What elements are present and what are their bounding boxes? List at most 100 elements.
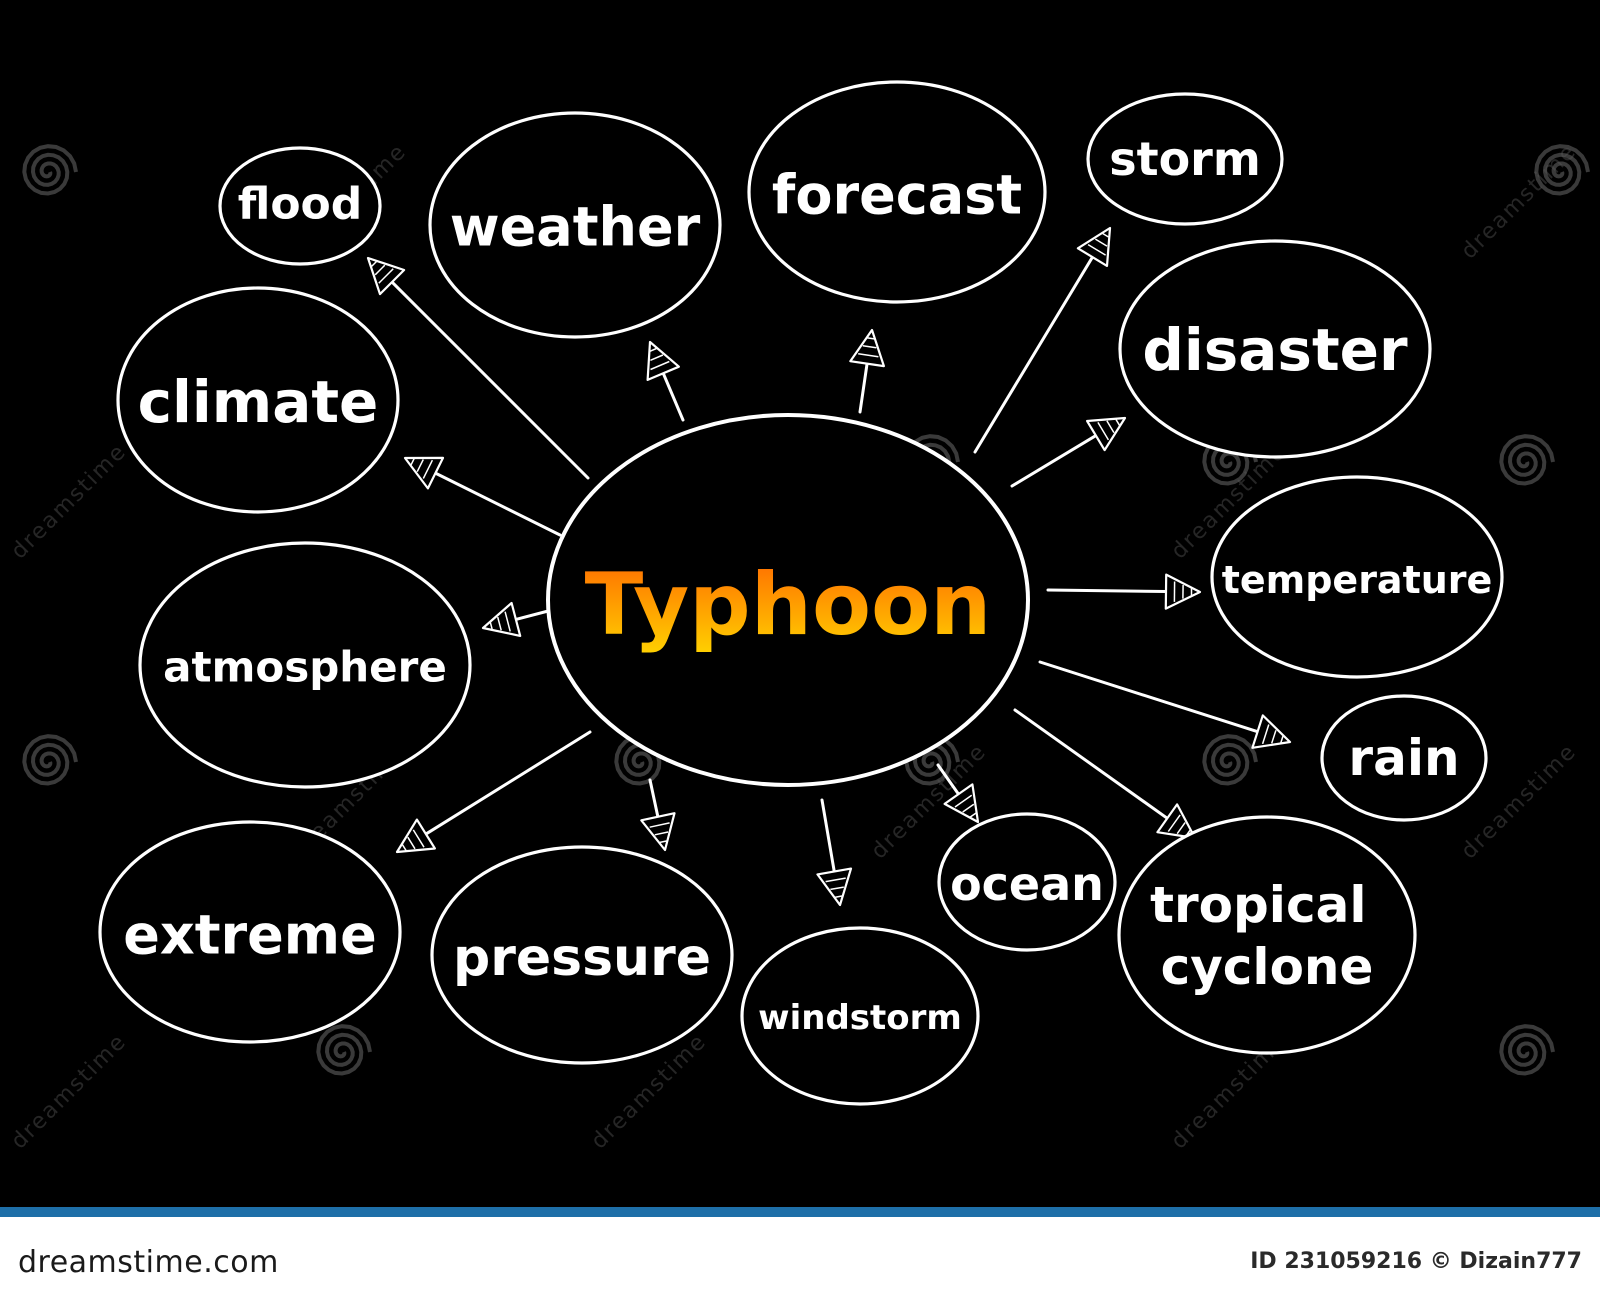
watermark-text: dreamstime	[1457, 139, 1582, 264]
node-tropical-cyclone: tropical cyclone	[1117, 815, 1417, 1055]
watermark-spiral-icon	[614, 734, 670, 786]
arrowhead-extreme	[395, 818, 436, 854]
node-rain: rain	[1320, 694, 1488, 822]
center-node-typhoon: Typhoon	[546, 413, 1030, 787]
connector-line-tropical-cyclone	[1013, 708, 1169, 820]
arrowhead-hatch-forecast	[867, 337, 875, 340]
arrowhead-hatch-flood	[374, 264, 386, 276]
node-label-pressure: pressure	[453, 928, 711, 988]
connector-line-climate	[433, 471, 562, 537]
node-pressure: pressure	[430, 845, 734, 1065]
watermark-text: dreamstime	[7, 439, 132, 564]
watermark-spiral-icon	[22, 734, 78, 786]
arrowhead-hatch-flood	[371, 261, 377, 267]
arrowhead-windstorm	[816, 867, 853, 907]
arrowhead-hatch-windstorm	[830, 886, 844, 891]
node-extreme: extreme	[98, 820, 402, 1044]
node-label-disaster: disaster	[1142, 316, 1408, 384]
watermark-spiral-icon	[1499, 434, 1555, 486]
footer-bar: dreamstime.com ID 231059216 © Dizain777	[0, 1207, 1600, 1299]
arrowhead-hatch-extreme	[412, 829, 425, 848]
connector-line-disaster	[1010, 434, 1098, 488]
arrowhead-disaster	[1085, 416, 1127, 452]
node-label-windstorm: windstorm	[758, 998, 962, 1038]
node-weather: weather	[428, 111, 722, 339]
arrowhead-hatch-windstorm	[825, 877, 846, 883]
arrowhead-hatch-pressure	[659, 840, 667, 844]
arrowhead-atmosphere	[481, 601, 522, 638]
arrowhead-hatch-rain	[1270, 730, 1277, 744]
footer-image-credit: ID 231059216 © Dizain777	[1250, 1249, 1582, 1274]
arrowhead-hatch-ocean	[962, 803, 975, 813]
watermark-spiral-icon	[1534, 144, 1590, 196]
node-label-climate: climate	[138, 368, 379, 436]
node-label-ocean: ocean	[950, 857, 1104, 911]
arrowhead-climate	[403, 456, 445, 490]
connector-line-temperature	[1046, 588, 1168, 594]
arrowhead-rain	[1251, 714, 1292, 749]
node-forecast: forecast	[747, 80, 1047, 304]
arrowhead-hatch-climate	[416, 459, 424, 473]
node-windstorm: windstorm	[740, 926, 980, 1106]
arrowhead-hatch-atmosphere	[496, 616, 502, 631]
node-ocean: ocean	[937, 812, 1117, 952]
node-climate: climate	[116, 286, 400, 514]
arrowhead-hatch-forecast	[858, 353, 879, 358]
arrowhead-hatch-extreme	[407, 836, 416, 850]
arrowhead-hatch-extreme	[401, 844, 407, 851]
connector-line-flood	[390, 280, 590, 480]
arrowhead-hatch-weather	[649, 347, 657, 352]
arrowhead-hatch-disaster	[1097, 422, 1110, 441]
arrowhead-hatch-disaster	[1115, 419, 1121, 426]
arrowhead-hatch-ocean	[969, 812, 977, 818]
node-label-storm: storm	[1109, 132, 1261, 186]
arrowhead-forecast	[849, 328, 886, 368]
node-label-tropical-cyclone: tropical cyclone	[1150, 876, 1384, 996]
center-label: Typhoon	[585, 555, 992, 655]
node-label-weather: weather	[450, 196, 701, 259]
arrowhead-hatch-storm	[1087, 243, 1106, 256]
watermark-text: dreamstime	[7, 1029, 132, 1154]
node-label-temperature: temperature	[1222, 558, 1493, 602]
arrowhead-hatch-storm	[1102, 232, 1109, 238]
node-disaster: disaster	[1118, 239, 1432, 459]
arrowhead-hatch-atmosphere	[504, 611, 511, 632]
arrowhead-hatch-storm	[1095, 238, 1108, 247]
node-label-extreme: extreme	[123, 904, 376, 967]
arrowhead-hatch-forecast	[862, 345, 877, 349]
arrowhead-weather	[646, 340, 681, 381]
node-label-tropical-cyclone-line1: tropical	[1150, 876, 1366, 934]
arrowhead-hatch-atmosphere	[489, 622, 493, 630]
arrowhead-hatch-flood	[378, 268, 394, 284]
node-storm: storm	[1086, 92, 1284, 226]
watermark-spiral-icon	[1499, 1024, 1555, 1076]
footer-site-name: dreamstime.com	[18, 1245, 279, 1280]
node-label-tropical-cyclone-line2: cyclone	[1161, 938, 1374, 996]
arrowhead-storm	[1076, 226, 1112, 267]
arrowhead-hatch-tropical-cyclone	[1176, 822, 1186, 835]
arrowhead-hatch-climate	[422, 459, 434, 479]
connector-line-forecast	[858, 362, 869, 414]
connector-line-ocean	[936, 763, 960, 796]
watermark-spiral-icon	[1202, 434, 1258, 486]
node-label-flood: flood	[238, 179, 363, 230]
node-label-forecast: forecast	[772, 164, 1022, 227]
connector-line-storm	[973, 255, 1094, 454]
connector-line-atmosphere	[514, 608, 554, 621]
arrowhead-hatch-pressure	[654, 831, 669, 836]
connector-line-extreme	[424, 730, 592, 836]
arrowhead-hatch-pressure	[649, 822, 670, 828]
arrowhead-hatch-tropical-cyclone	[1167, 814, 1181, 832]
connector-layer	[366, 226, 1292, 907]
node-label-atmosphere: atmosphere	[163, 643, 447, 692]
connector-line-rain	[1038, 660, 1260, 734]
arrowhead-hatch-weather	[650, 360, 670, 371]
arrowhead-pressure	[640, 812, 676, 852]
node-temperature: temperature	[1210, 475, 1504, 679]
arrowhead-hatch-ocean	[954, 794, 973, 808]
connector-line-windstorm	[820, 798, 836, 873]
arrowhead-hatch-windstorm	[835, 895, 843, 898]
node-label-rain: rain	[1348, 729, 1459, 787]
watermark-spiral-icon	[1202, 734, 1258, 786]
connector-line-pressure	[648, 778, 660, 819]
